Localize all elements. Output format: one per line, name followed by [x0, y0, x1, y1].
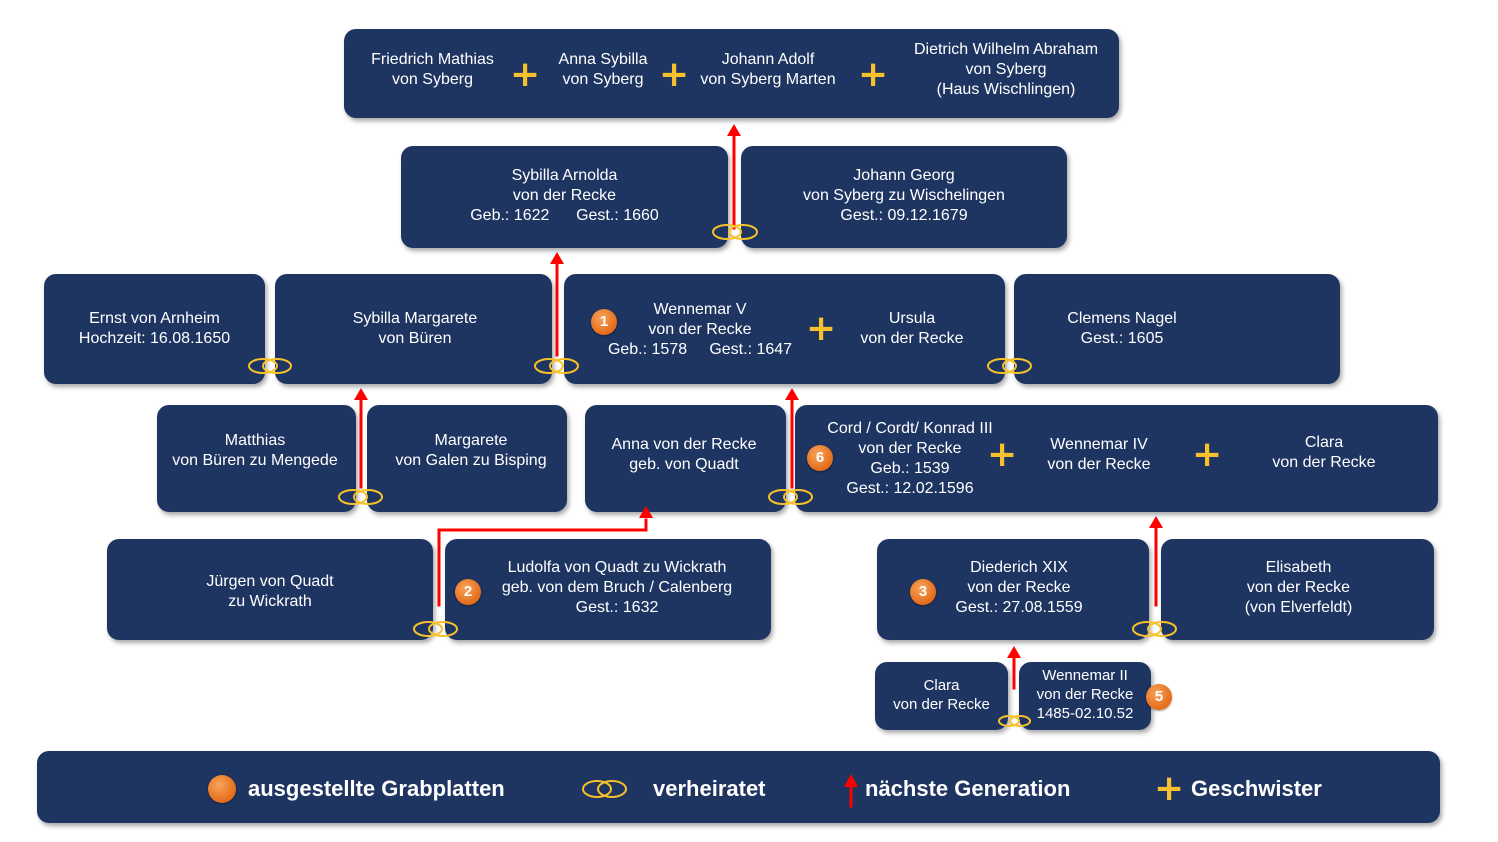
marriage-rings-icon	[248, 358, 292, 374]
grabplatte-badge-5: 5	[1146, 684, 1172, 710]
sibling-plus-icon: +	[858, 54, 889, 95]
sibling-plus-icon: +	[510, 54, 541, 95]
grabplatte-badge-3: 3	[910, 579, 936, 605]
legend-generation-label: nächste Generation	[865, 776, 1071, 801]
marriage-rings-icon	[998, 715, 1031, 727]
arrow-head	[1007, 646, 1021, 658]
legend-geschwister-label: Geschwister	[1191, 776, 1322, 801]
arrow-head	[785, 388, 799, 400]
arrow-head	[727, 124, 741, 136]
marriage-rings-icon	[987, 358, 1032, 374]
legend-arrow-head	[844, 774, 858, 787]
arrow-head	[550, 252, 564, 264]
sibling-plus-icon: +	[987, 434, 1018, 475]
generation-arrow	[437, 518, 648, 607]
marriage-rings-icon	[768, 489, 813, 505]
arrow-head	[1149, 516, 1163, 528]
legend-verheiratet-label: verheiratet	[653, 776, 766, 801]
legend-box: ausgestellte Grabplatten verheiratet näc…	[37, 751, 1440, 823]
marriage-rings-icon	[712, 224, 758, 240]
legend-rings-icon	[582, 780, 627, 798]
grabplatte-badge-1: 1	[591, 309, 617, 335]
sibling-plus-icon: +	[659, 54, 690, 95]
grabplatte-badge-6: 6	[807, 445, 833, 471]
sibling-plus-icon: +	[1192, 434, 1223, 475]
legend-grabplatte-icon	[208, 775, 236, 803]
marriage-rings-icon	[413, 621, 458, 637]
sibling-plus-icon: +	[806, 308, 837, 349]
marriage-rings-icon	[338, 489, 383, 505]
legend-plus-icon: +	[1154, 768, 1185, 809]
legend-grabplatten-label: ausgestellte Grabplatten	[248, 776, 505, 801]
marriage-rings-icon	[534, 358, 579, 374]
arrow-head	[354, 388, 368, 400]
arrow-head	[639, 506, 653, 518]
grabplatte-badge-2: 2	[455, 579, 481, 605]
marriage-rings-icon	[1132, 621, 1177, 637]
